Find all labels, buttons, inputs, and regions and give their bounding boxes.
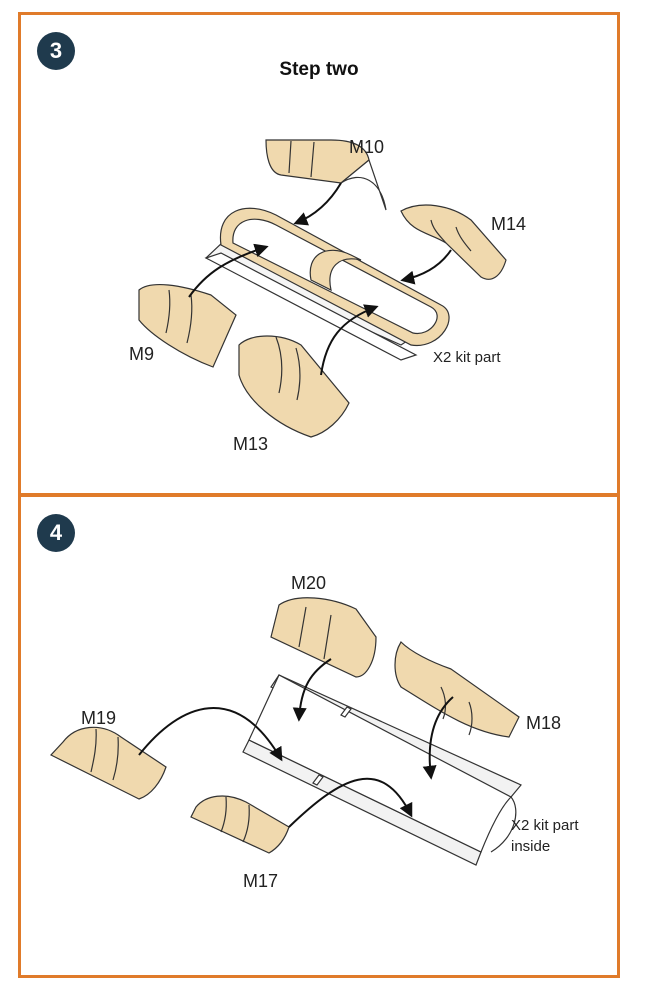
step-title: Step two xyxy=(279,59,359,80)
assembly-arrows xyxy=(188,182,452,376)
label-m19: M19 xyxy=(81,708,116,728)
mask-m10 xyxy=(265,139,387,211)
kit-part-canopy xyxy=(204,207,450,361)
label-m10: M10 xyxy=(349,137,384,157)
step-4-panel: 4 M20 M18 xyxy=(18,494,620,978)
mask-m9 xyxy=(138,284,237,368)
step-3-panel: 3 Step two M10 M14 xyxy=(18,12,620,496)
label-m14: M14 xyxy=(491,214,526,234)
assembly-arrows xyxy=(138,658,454,828)
step-4-diagram: M20 M18 M19 M17 X2 kit part inside xyxy=(50,573,579,891)
label-m18: M18 xyxy=(526,713,561,733)
mask-m20 xyxy=(270,597,377,678)
mask-m13 xyxy=(238,335,350,438)
label-m13: M13 xyxy=(233,434,268,454)
kit-part-inside xyxy=(242,674,522,866)
label-kit-part: X2 kit part xyxy=(433,349,501,366)
mask-m17 xyxy=(190,795,290,854)
label-m9: M9 xyxy=(129,344,154,364)
mask-m18 xyxy=(394,641,520,738)
step-number-badge: 4 xyxy=(37,514,75,552)
label-kit-part-line1: X2 kit part xyxy=(511,817,579,834)
mask-m14 xyxy=(400,204,507,280)
label-m20: M20 xyxy=(291,573,326,593)
step-3-diagram: M10 M14 M9 M13 X2 kit part xyxy=(129,137,526,454)
mask-m19 xyxy=(50,726,167,800)
label-kit-part-line2: inside xyxy=(511,838,550,855)
label-m17: M17 xyxy=(243,871,278,891)
step-number-badge: 3 xyxy=(37,32,75,70)
